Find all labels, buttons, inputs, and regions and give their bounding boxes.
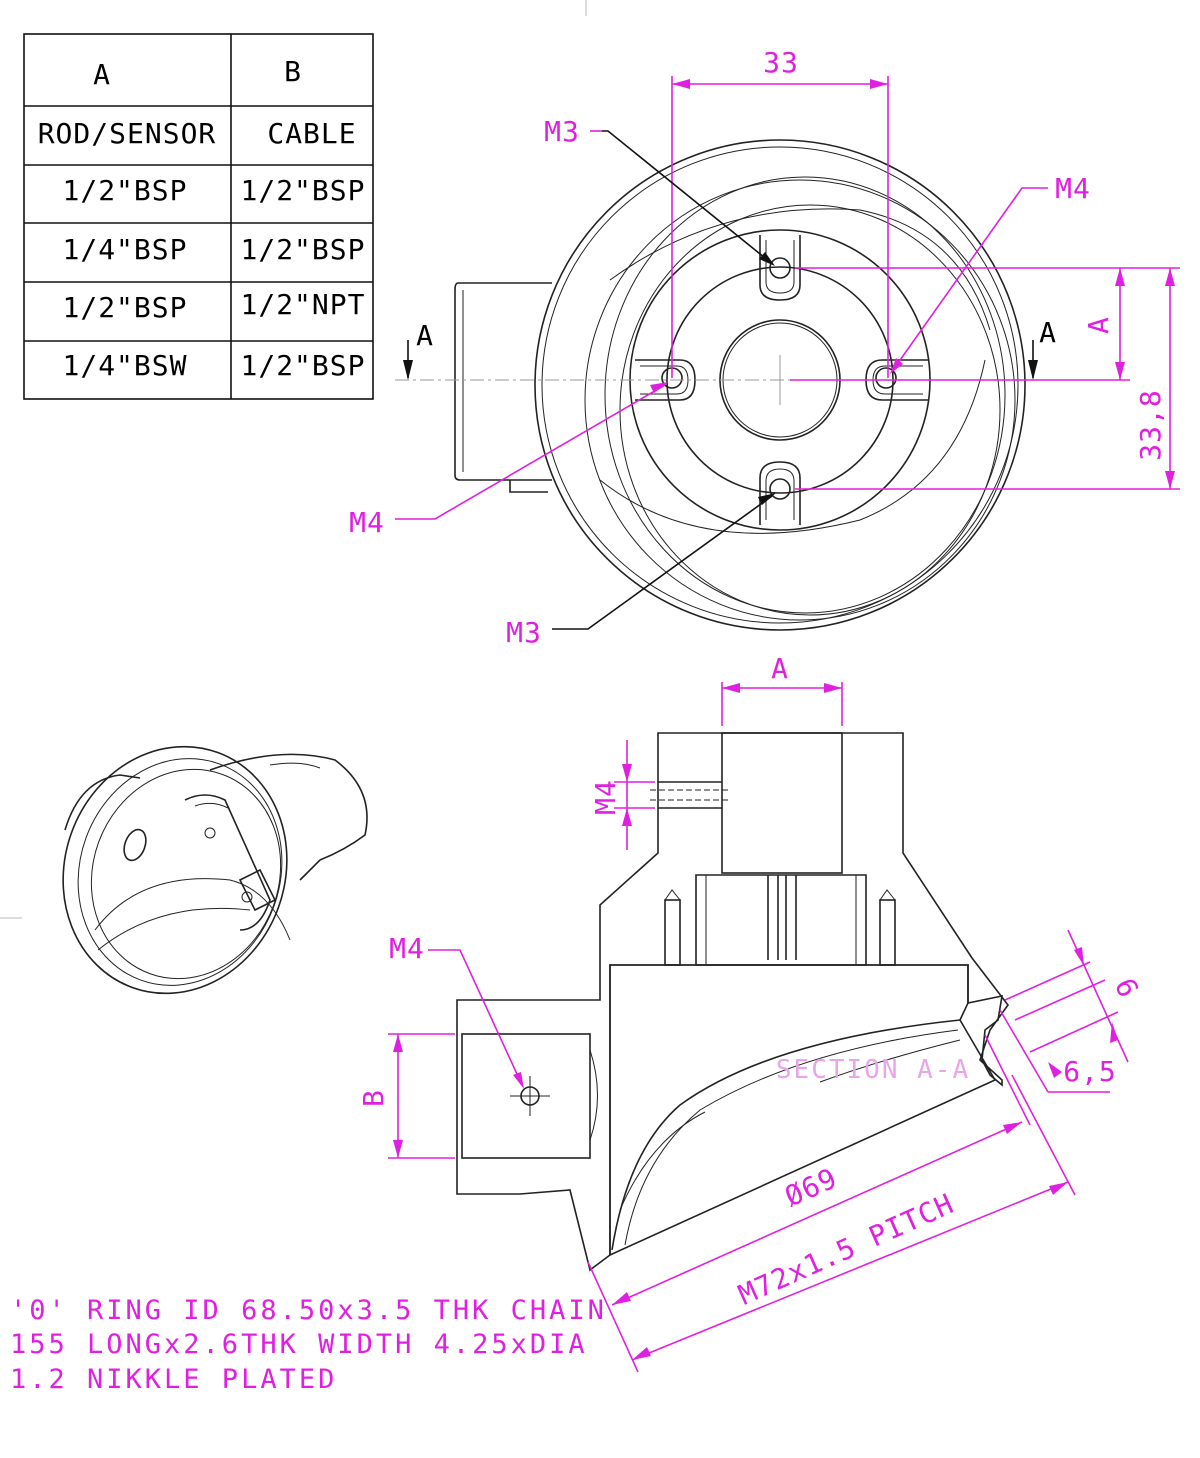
dim-b: B — [357, 1089, 390, 1107]
table-cell: 1/2"BSP — [240, 174, 365, 207]
table-cell: CABLE — [267, 117, 356, 150]
section-mark-left: A — [416, 319, 434, 352]
note-line-3: 1.2 NIKKLE PLATED — [10, 1364, 337, 1395]
section-dimensions: A M4 M4 B 6 6,5 Ø69 — [357, 652, 1145, 1373]
table-header-a: A — [93, 58, 111, 91]
note-line-2: 155 LONGx2.6THK WIDTH 4.25xDIA — [10, 1329, 588, 1360]
top-view: A A — [395, 139, 1057, 631]
table-cell: 1/2"NPT — [240, 288, 365, 321]
dim-6-5: 6,5 — [1063, 1055, 1117, 1088]
callout-m4-left: M4 — [349, 506, 385, 539]
isometric-view — [62, 745, 368, 995]
dim-m4-thread: M4 — [589, 779, 622, 815]
dim-33-8: 33,8 — [1134, 389, 1167, 460]
callout-m4-section: M4 — [389, 932, 425, 965]
table-cell: 1/4"BSP — [62, 233, 187, 266]
callout-m4-right: M4 — [1055, 172, 1091, 205]
note-line-1: '0' RING ID 68.50x3.5 THK CHAIN — [10, 1295, 607, 1326]
section-mark-right: A — [1039, 316, 1057, 349]
dim-a-section: A — [771, 652, 789, 685]
section-view — [456, 732, 1009, 1272]
dim-6: 6 — [1108, 973, 1145, 1003]
table-cell: 1/2"BSP — [62, 174, 187, 207]
table-cell: 1/2"BSP — [240, 349, 365, 382]
dim-a-vertical: A — [1082, 316, 1115, 334]
dim-33: 33 — [763, 46, 799, 79]
section-title: SECTION A-A — [776, 1055, 970, 1085]
callout-m3-bottom: M3 — [506, 616, 542, 649]
table-header-b: B — [284, 55, 302, 88]
notes: '0' RING ID 68.50x3.5 THK CHAIN 155 LONG… — [10, 1295, 607, 1395]
slot-bottom — [759, 461, 801, 525]
slot-top — [759, 235, 801, 301]
table-cell: 1/2"BSP — [62, 291, 187, 324]
table-cell: 1/2"BSP — [240, 233, 365, 266]
dim-thread-pitch: M72x1.5 PITCH — [733, 1187, 959, 1312]
top-view-dimensions: 33 33,8 A M3 M4 M4 M3 — [349, 46, 1180, 649]
spec-table: A B ROD/SENSOR CABLE 1/2"BSP 1/2"BSP 1/4… — [23, 33, 374, 400]
table-cell: ROD/SENSOR — [38, 117, 217, 150]
table-cell: 1/4"BSW — [62, 349, 187, 382]
callout-m3-top: M3 — [544, 115, 580, 148]
